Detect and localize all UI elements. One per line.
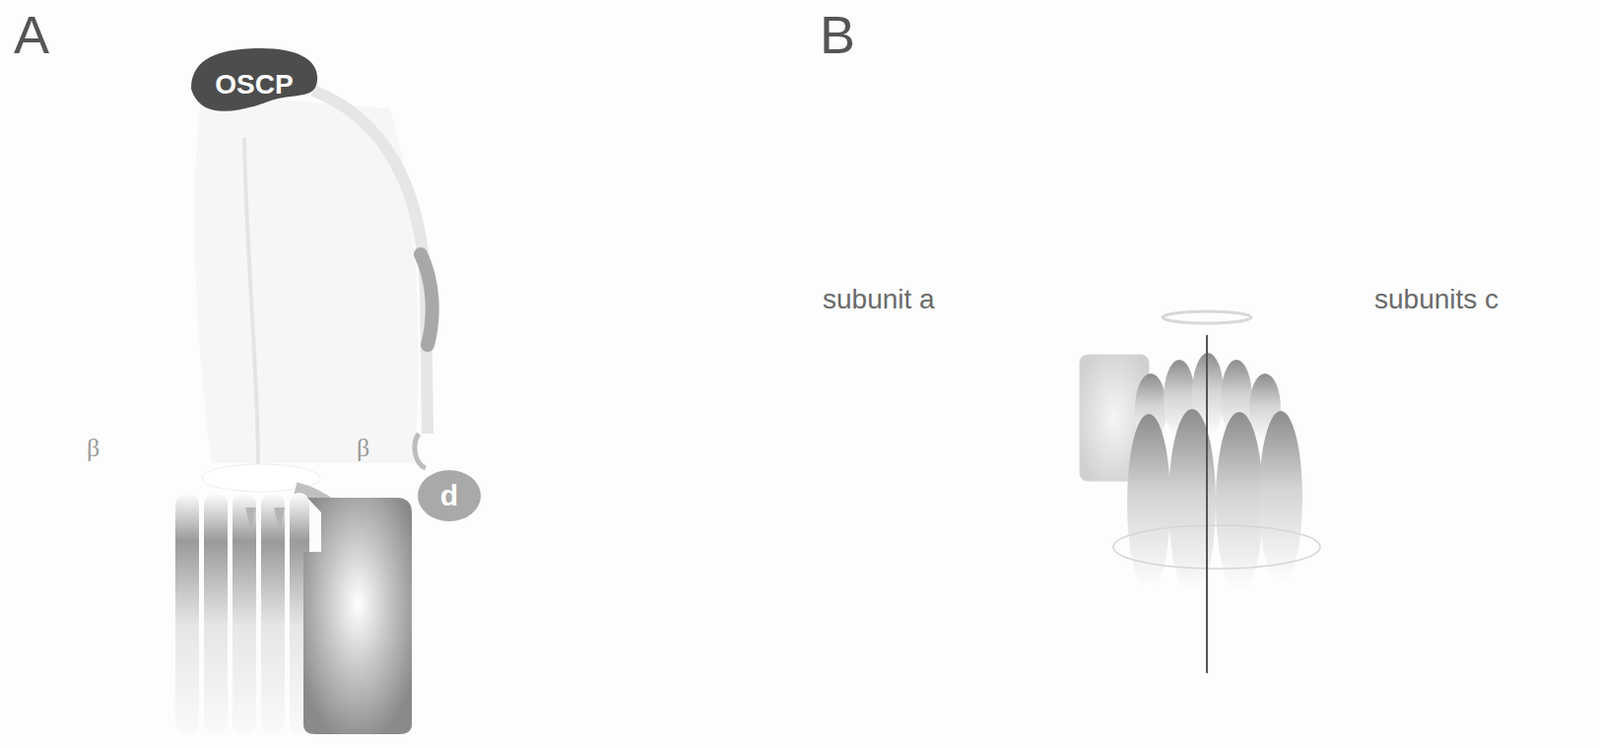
- stalk-foot: [414, 433, 426, 468]
- top-arc: [1162, 311, 1252, 324]
- panel-a-art: [175, 90, 433, 734]
- subunit-label: β: [86, 435, 100, 462]
- rotation-axis: [1205, 334, 1208, 673]
- subunit-name: OSCP: [214, 68, 293, 101]
- oscp-subunit: OSCP: [187, 46, 322, 124]
- subunit-a-shape: [303, 497, 412, 734]
- gamma-shaft: [244, 137, 259, 466]
- c-ring-b: [1113, 352, 1321, 597]
- d-shape: [417, 469, 481, 522]
- peripheral-stalk: [313, 90, 428, 434]
- panel-letter: B: [819, 7, 856, 62]
- subunit-label: β: [356, 435, 370, 462]
- oscp-shape: [191, 48, 318, 112]
- d-subunit: d: [416, 468, 482, 523]
- stalk-segment: [420, 254, 433, 345]
- panel-letter: A: [13, 7, 50, 62]
- panel-b-art: [1079, 311, 1321, 673]
- subunit-name: d: [440, 478, 459, 513]
- part-label: subunits c: [1374, 285, 1499, 314]
- c-ring-a: [175, 492, 310, 734]
- part-label: subunit a: [822, 285, 935, 314]
